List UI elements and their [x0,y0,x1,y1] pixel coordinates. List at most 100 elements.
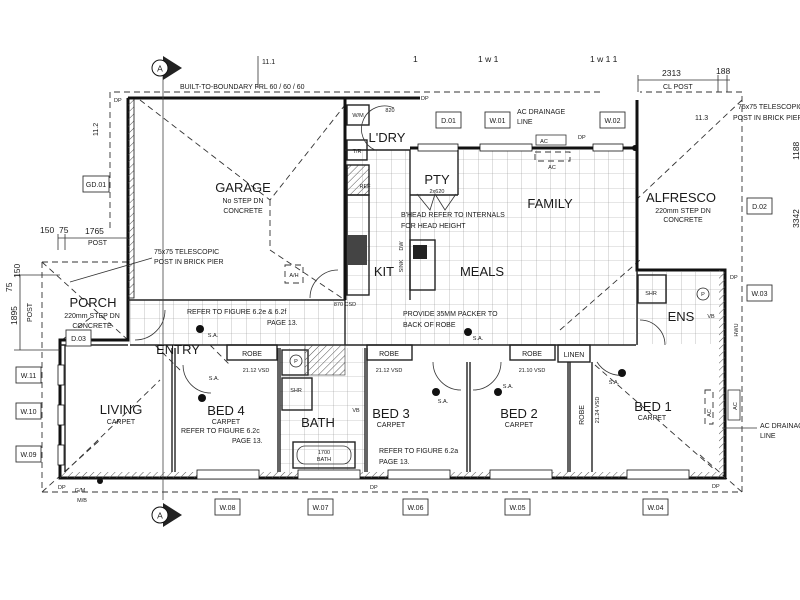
fridge-space: REF [360,184,372,190]
bathtub: BATH [317,457,331,463]
grid-ref-11-1: 11.1 [262,59,275,66]
dim-150-vertical: 150 [12,264,22,278]
robe-bed-1: ROBE [579,405,586,425]
dim-post-vertical: POST [27,302,34,322]
note-figure-6-2a: PAGE 13. [379,459,410,466]
meter-box: M/B [77,498,87,504]
room-entry: ENTRY [156,342,200,357]
note-bulkhead: B'HEAD REFER TO INTERNALS [401,212,505,219]
room-living: LIVING [100,402,143,417]
washing-machine: W/M [352,113,364,119]
note-ac-drainage-right: LINE [760,433,776,440]
dim-1765: 1765 [85,226,104,236]
tag-w08: W.08 [220,505,236,512]
room-bed-2: BED 2 [500,406,538,421]
tag-w06: W.06 [408,505,424,512]
room-ensuite: ENS [668,309,695,324]
tag-w09: W.09 [21,452,37,459]
floor-finish: CARPET [638,415,667,422]
note-packer: PROVIDE 35MM PACKER TO [403,311,498,318]
note-figure-6-2c: REFER TO FIGURE 6.2c [181,428,260,435]
door-size: 820 [385,108,394,114]
smoke-alarm-label: S.A. [473,336,484,342]
bath-size: 1700 [318,450,330,456]
dimension-fragment: 1 w 1 1 [590,54,618,64]
ac-unit-external-right: AC [733,402,739,410]
windows-bottom [57,143,690,480]
dim-1895: 1895 [9,306,19,325]
tag-w01: W.01 [490,118,506,125]
downpipe-label: DP [370,485,378,491]
smoke-alarm-icon [196,325,626,402]
vsd-note: 21.10 VSD [519,368,546,374]
note-packer: BACK OF ROBE [403,322,456,329]
svg-text:A: A [157,64,163,74]
dim-188: 188 [716,66,730,76]
shower-ens: SHR [645,291,657,297]
room-laundry: L'DRY [369,130,406,145]
dimension-fragment: 1 [413,54,418,64]
smoke-alarm-label: S.A. [208,333,219,339]
tag-w04: W.04 [648,505,664,512]
dim-3342: 3342 [791,209,800,228]
downpipe-label: DP [730,275,738,281]
svg-text:A: A [157,511,163,521]
room-meals: MEALS [460,264,504,279]
dim-150: 150 [40,225,54,235]
ac-unit-bed-1: AC [707,409,713,417]
trough: T/R [353,149,362,155]
dim-75-vertical: 75 [4,282,14,292]
smoke-alarm-label: S.A. [503,384,514,390]
note-figure-6-2a: REFER TO FIGURE 6.2a [379,448,458,455]
ac-unit: AC [548,165,556,171]
note-telescopic-post: 75x75 TELESCOPIC [154,249,219,256]
boundary-note: BUILT-TO-BOUNDARY FRL 60 / 60 / 60 [180,84,305,91]
room-alfresco-note: 220mm STEP DN [655,208,711,215]
downpipe-label: DP [578,135,586,141]
room-porch: PORCH [70,295,117,310]
sink: SINK [399,259,405,272]
room-bath: BATH [301,415,335,430]
downpipe-label: DP [421,96,429,102]
tag-w05: W.05 [510,505,526,512]
note-telescopic-post: POST IN BRICK PIER [154,259,224,266]
room-alfresco-note: CONCRETE [663,217,703,224]
section-marker-top: A [151,56,182,500]
room-porch-note: CONCRETE [72,323,112,330]
dishwasher: DW [399,241,405,251]
vanity-basin-ens: VB [707,314,715,320]
door-swings [134,105,666,394]
section-marker-bottom: A [151,503,182,527]
grid-ref-11-3: 11.3 [695,115,708,122]
floor-finish: CARPET [377,422,406,429]
room-pantry: PTY [424,172,450,187]
note-ac-drainage: LINE [517,119,533,126]
downpipes: DP DP DP DP DP DP DP [58,96,738,491]
internal-walls [60,149,638,472]
vsd-note: 21.12 VSD [376,368,403,374]
smoke-alarm-label: S.A. [609,380,620,386]
vsd-note: 21.24 VSD [595,397,601,424]
shower: SHR [290,388,302,394]
dim-1188: 1188 [791,141,800,160]
tag-d01: D.01 [441,118,456,125]
note-bulkhead: FOR HEAD HEIGHT [401,223,466,230]
room-garage: GARAGE [215,180,271,195]
floor-finish: CARPET [212,419,241,426]
grid-ref-11-2: 11.2 [93,123,100,136]
tiled-floor-entry [130,300,345,345]
tiled-floor-ens [637,272,723,344]
dim-75: 75 [59,225,69,235]
robe-bed-2: ROBE [522,351,542,358]
room-bed-1: BED 1 [634,399,672,414]
door-size: 870 CSD [334,302,356,308]
dim-post: POST [88,240,108,247]
hot-water-unit: HWU [734,323,740,336]
dimension-fragment: 1 w 1 [478,54,499,64]
room-alfresco: ALFRESCO [646,190,716,205]
tag-w07: W.07 [313,505,329,512]
gas-meter: G/M [75,488,86,494]
dim-2313: 2313 [662,68,681,78]
note-ac-drainage: AC DRAINAGE [517,109,566,116]
room-bed-3: BED 3 [372,406,410,421]
